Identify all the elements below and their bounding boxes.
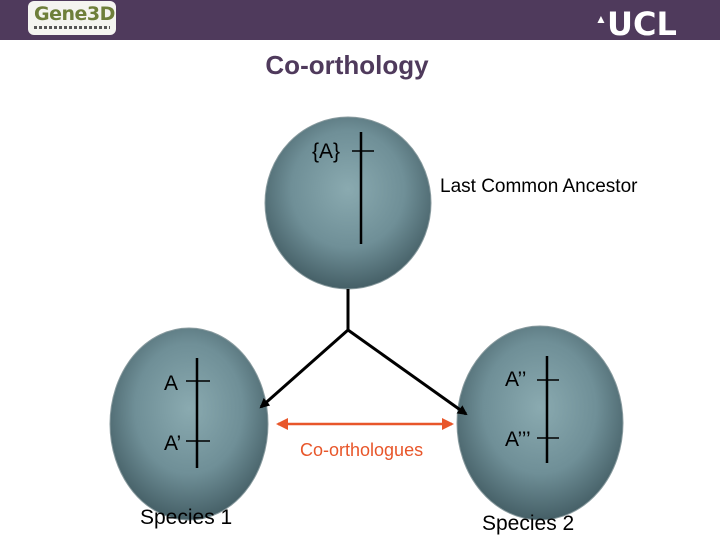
species1-cell [109, 327, 269, 521]
species1-caption: Species 1 [140, 506, 233, 529]
gene3d-logo: Gene3D [28, 1, 116, 35]
gene3d-logo-text: Gene3D [34, 3, 115, 25]
descent-arrow-species1 [259, 328, 349, 409]
header-bar: Gene3D ▲ UCL [0, 0, 720, 43]
gene3d-logo-tagline [34, 26, 110, 29]
ancestor-caption: Last Common Ancestor [440, 176, 638, 197]
species1-gene-a-prime-label: A’ [164, 432, 182, 455]
slide-title: Co-orthology [265, 50, 429, 80]
ucl-crest-icon: ▲ [595, 12, 607, 26]
co-orthologues-label: Co-orthologues [300, 440, 424, 460]
species2-gene-a3-label: A’’’ [505, 428, 531, 451]
ancestor-cell [264, 116, 432, 290]
ucl-logo: UCL [607, 5, 677, 43]
descent-arrow-species2 [347, 328, 468, 416]
species1-gene-a-label: A [164, 372, 179, 395]
species2-caption: Species 2 [482, 512, 575, 535]
species2-gene-a2-label: A’’ [505, 368, 527, 391]
ancestor-gene-label: {A} [312, 140, 341, 163]
species2-cell [456, 325, 624, 521]
